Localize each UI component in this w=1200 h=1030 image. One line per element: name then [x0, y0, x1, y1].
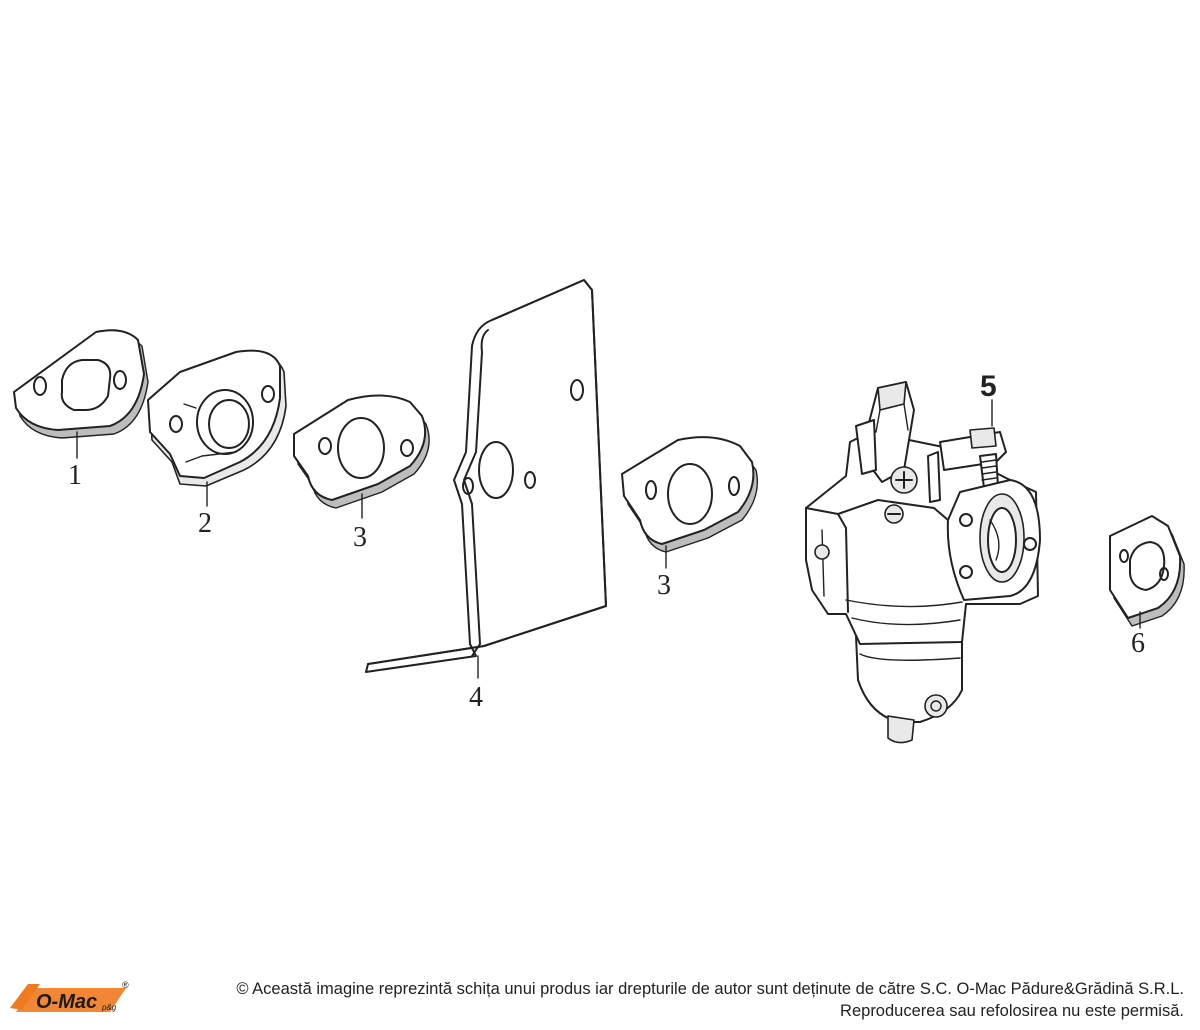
part-5-carburetor: 5: [805, 370, 1041, 744]
footer: O-Mac p&g ® © Această imagine reprezintă…: [0, 968, 1200, 1030]
part-2-insulator: 2: [147, 349, 287, 539]
omac-logo: O-Mac p&g ®: [10, 980, 129, 1013]
svg-text:O-Mac: O-Mac: [36, 991, 97, 1013]
callout-label: 6: [1131, 628, 1145, 659]
callout-label: 1: [68, 460, 82, 491]
callout-label: 5: [980, 370, 997, 403]
part-4-heat-shield: 4: [365, 279, 607, 713]
copyright-line-1: © Această imagine reprezintă schița unui…: [236, 980, 1184, 998]
svg-text:p&g: p&g: [101, 1003, 117, 1012]
exploded-parts-diagram: 1 2 3 4: [13, 279, 1185, 744]
callout-label: 4: [469, 682, 483, 713]
callout-label: 3: [353, 522, 367, 553]
copyright-notice: © Această imagine reprezintă schița unui…: [144, 978, 1184, 1022]
svg-text:®: ®: [122, 980, 129, 990]
part-1-gasket: 1: [13, 329, 149, 491]
callout-label: 3: [657, 570, 671, 601]
part-3-gasket-right: 3: [621, 436, 759, 601]
callout-label: 2: [198, 508, 212, 539]
part-3-gasket-left: 3: [293, 394, 430, 553]
copyright-line-2: Reproducerea sau refolosirea nu este per…: [840, 1002, 1184, 1020]
part-6-gasket: 6: [1109, 515, 1185, 659]
